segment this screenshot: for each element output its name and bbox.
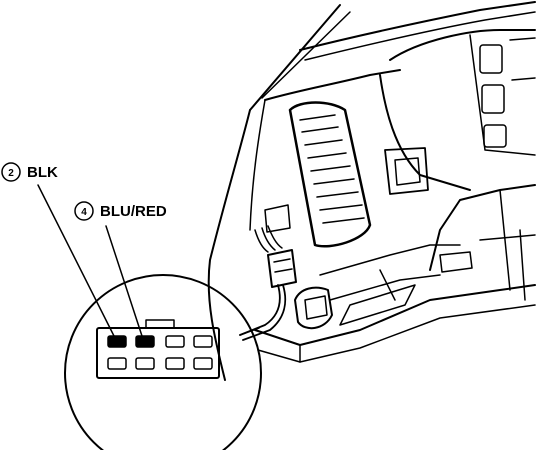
callout-pin2: 2 BLK bbox=[1, 162, 58, 182]
air-vent bbox=[288, 101, 372, 248]
pin2-color-code: BLK bbox=[27, 164, 58, 181]
pin4-number: 4 bbox=[81, 207, 87, 218]
harness-connector-plug bbox=[267, 249, 297, 288]
pin-1 bbox=[107, 357, 127, 370]
lower-dash-panels bbox=[319, 244, 473, 326]
connector-face bbox=[96, 319, 220, 379]
instrument-cluster bbox=[379, 29, 536, 191]
pin-3 bbox=[135, 357, 155, 370]
dash-connector-socket bbox=[294, 286, 333, 330]
callout-pin4: 4 BLU/RED bbox=[74, 201, 167, 221]
pin-6 bbox=[165, 335, 185, 348]
pin-4 bbox=[135, 335, 155, 348]
pin4-number-circle bbox=[74, 201, 94, 221]
pin-2 bbox=[107, 335, 127, 348]
blank-panel bbox=[264, 204, 291, 233]
switch-panel bbox=[384, 147, 429, 195]
pin-8 bbox=[193, 335, 213, 348]
leader-lines bbox=[37, 184, 143, 337]
connector-detail-circle bbox=[64, 274, 262, 450]
pin-7 bbox=[193, 357, 213, 370]
pin4-color-code: BLU/RED bbox=[100, 203, 167, 220]
pin-5 bbox=[165, 357, 185, 370]
leader-line-pin2 bbox=[37, 184, 115, 337]
leader-line-pin4 bbox=[105, 225, 143, 337]
pin2-number-circle bbox=[1, 162, 21, 182]
dashboard-outline bbox=[207, 1, 536, 381]
wire-harness bbox=[239, 225, 287, 341]
pin2-number: 2 bbox=[8, 168, 14, 179]
